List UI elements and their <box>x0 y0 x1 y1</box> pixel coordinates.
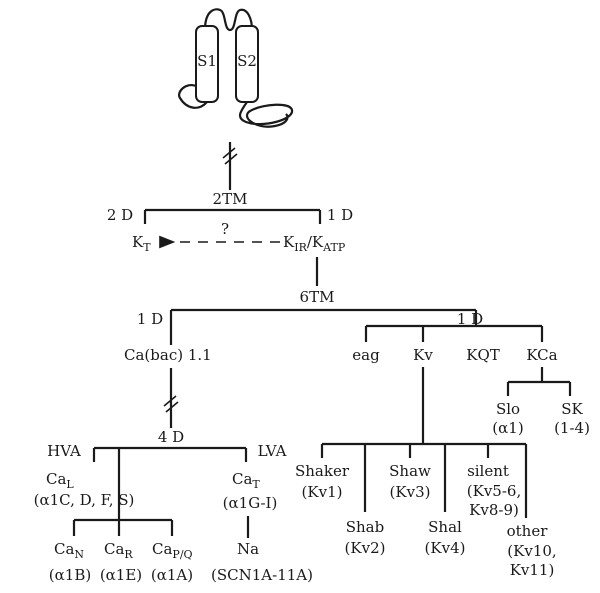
two-tm-left-domain: 2 D <box>107 206 133 224</box>
ca-n-label: CaN <box>54 540 84 561</box>
ca-l-label: CaL <box>46 470 74 491</box>
family-kqt: KQT <box>466 346 500 364</box>
kv-shaker-note: (Kv1) <box>302 483 343 501</box>
na-label: Na <box>237 540 259 558</box>
hva-label: HVA <box>47 442 81 460</box>
ca-n-subtype: (α1B) <box>49 566 91 584</box>
kv-shaker: Shaker <box>295 462 350 480</box>
segment-s2-label: S2 <box>237 52 257 70</box>
kv-other: other <box>507 522 549 540</box>
kca-sk: SK <box>561 400 583 418</box>
break-mark-top <box>222 147 238 165</box>
ca-l-subtypes: (α1C, D, F, S) <box>34 491 135 509</box>
kv-shaw: Shaw <box>389 462 431 480</box>
kv-other-note-1: (Kv10, <box>507 542 556 560</box>
two-tm-right-domain: 1 D <box>327 206 353 224</box>
ca-r-subtype: (α1E) <box>100 566 142 584</box>
six-tm-right-domain: 1 D <box>457 310 483 328</box>
kca-slo-note: (α1) <box>492 419 523 437</box>
kv-silent: silent <box>467 462 509 480</box>
kv-shab: Shab <box>346 518 384 536</box>
ca-r-label: CaR <box>104 540 133 561</box>
ca-t-label: CaT <box>232 470 260 491</box>
lva-label: LVA <box>258 442 287 460</box>
kt-label: KT <box>132 233 151 254</box>
ca-t-subtypes: (α1G-I) <box>223 494 278 512</box>
kir-katp-label: KIR/KATP <box>283 233 346 254</box>
ca-pq-label: CaP/Q <box>152 540 193 561</box>
kca-sk-note: (1-4) <box>554 419 590 437</box>
ca-pq-subtype: (α1A) <box>151 566 193 584</box>
na-subtypes: (SCN1A-11A) <box>211 566 313 584</box>
kv-shal-note: (Kv4) <box>425 539 466 557</box>
unknown-link-question-mark: ? <box>221 220 229 238</box>
family-kv: Kv <box>413 346 433 364</box>
six-tm-label: 6TM <box>300 288 335 306</box>
break-mark-left <box>163 395 179 413</box>
kv-shab-note: (Kv2) <box>345 539 386 557</box>
ca-bac-label: Ca(bac) 1.1 <box>124 346 212 364</box>
kv-other-note-2: Kv11) <box>510 561 555 579</box>
kv-silent-note-1: (Kv5-6, <box>467 482 521 500</box>
segment-s1-label: S1 <box>197 52 217 70</box>
kv-shal: Shal <box>428 518 462 536</box>
four-d-label: 4 D <box>158 428 184 446</box>
six-tm-left-domain: 1 D <box>137 310 163 328</box>
kca-slo: Slo <box>496 400 520 418</box>
kv-shaw-note: (Kv3) <box>390 483 431 501</box>
two-helix-membrane-icon: S1 S2 <box>178 8 294 128</box>
family-kca: KCa <box>526 346 557 364</box>
two-tm-label: 2TM <box>213 190 248 208</box>
kv-silent-note-2: Kv8-9) <box>469 501 519 519</box>
family-eag: eag <box>352 346 380 364</box>
